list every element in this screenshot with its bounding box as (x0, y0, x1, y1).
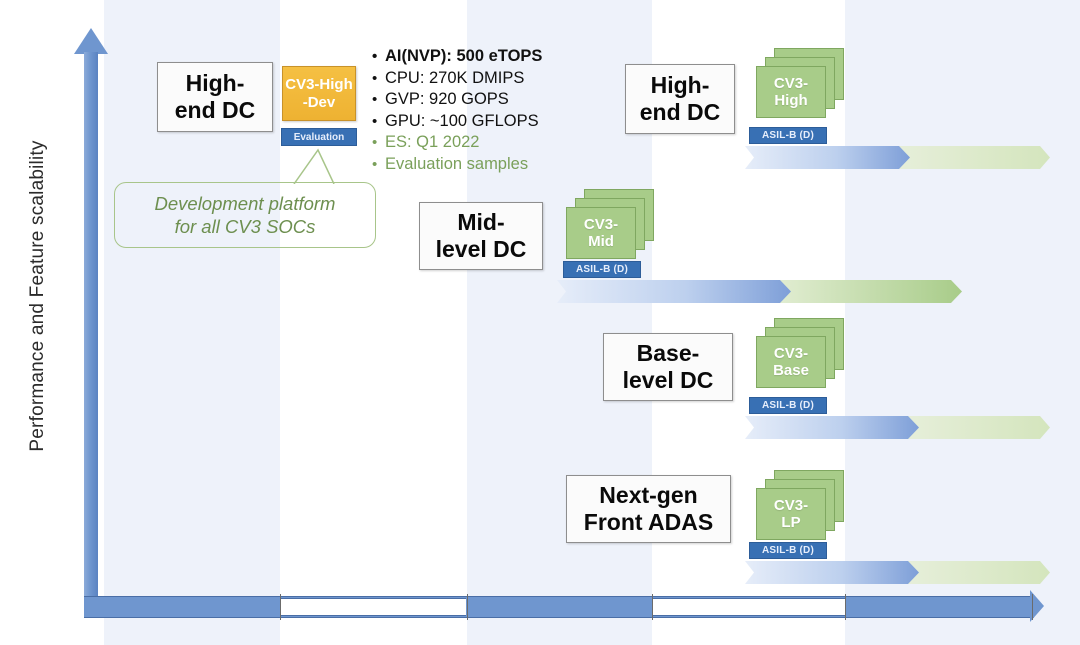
asil-badge-cv3-mid: ASIL-B (D) (563, 261, 641, 278)
x-axis-tick (280, 594, 281, 620)
label-box-dev-high-end-dc: High- end DC (157, 62, 273, 132)
callout-development-platform: Development platform for all CV3 SOCs (114, 182, 376, 248)
asil-badge-cv3-base: ASIL-B (D) (749, 397, 827, 414)
roadmap-arrow-green-segment (900, 416, 1050, 439)
spec-item: • CPU: 270K DMIPS (372, 68, 582, 90)
bullet-icon: • (372, 155, 378, 173)
asil-badge-cv3-lp: ASIL-B (D) (749, 542, 827, 559)
roadmap-arrow-next-gen-front-adas (745, 561, 1050, 584)
callout-line-1: Development platform (154, 193, 336, 214)
chip-stack-cv3-mid: CV3- Mid (566, 189, 654, 261)
spec-item: • GPU: ~100 GFLOPS (372, 111, 582, 133)
spec-text: Evaluation samples (385, 154, 529, 173)
roadmap-arrow-green-segment (891, 146, 1050, 169)
asil-badge-cv3-high: ASIL-B (D) (749, 127, 827, 144)
spec-text: CPU: 270K DMIPS (385, 68, 525, 87)
spec-text: AI(NVP): 500 eTOPS (385, 47, 543, 65)
spec-text: GVP: 920 GOPS (385, 90, 509, 108)
spec-item: • GVP: 920 GOPS (372, 89, 582, 111)
x-axis-segment-gap-1 (280, 598, 466, 616)
chip-front-cv3-base: CV3- Base (756, 336, 826, 388)
spec-list: • AI(NVP): 500 eTOPS • CPU: 270K DMIPS •… (372, 46, 582, 175)
dev-box-cv3-high-dev: CV3-High -Dev (282, 66, 356, 121)
evaluation-badge: Evaluation (281, 128, 357, 146)
roadmap-arrow-blue-segment (745, 416, 919, 439)
x-axis-tick (1032, 594, 1033, 620)
spec-item: • ES: Q1 2022 (372, 132, 582, 154)
y-axis-label: Performance and Feature scalability (27, 140, 48, 452)
x-axis-arrowhead (1030, 590, 1044, 622)
chip-front-cv3-high: CV3- High (756, 66, 826, 118)
roadmap-arrow-blue-segment (745, 146, 910, 169)
bullet-icon: • (372, 48, 378, 65)
x-axis (84, 596, 1034, 618)
background-band-3 (845, 0, 1080, 645)
spec-item: • Evaluation samples (372, 154, 582, 176)
chip-front-cv3-mid: CV3- Mid (566, 207, 636, 259)
label-box-high-end-dc: High- end DC (625, 64, 735, 134)
label-box-next-gen-front-adas: Next-gen Front ADAS (566, 475, 731, 543)
chip-stack-cv3-base: CV3- Base (756, 318, 844, 390)
chip-stack-cv3-lp: CV3- LP (756, 470, 844, 542)
roadmap-arrow-base-level-dc (745, 416, 1050, 439)
y-axis-line (84, 52, 98, 600)
x-axis-tick (845, 594, 846, 620)
bullet-icon: • (372, 112, 378, 130)
spec-text: GPU: ~100 GFLOPS (385, 111, 539, 130)
callout-tail (293, 148, 335, 184)
label-box-base-level-dc: Base- level DC (603, 333, 733, 401)
chip-stack-cv3-high: CV3- High (756, 48, 844, 120)
chip-front-cv3-lp: CV3- LP (756, 488, 826, 540)
roadmap-arrow-blue-segment (745, 561, 919, 584)
x-axis-tick (652, 594, 653, 620)
roadmap-arrow-green-segment (900, 561, 1050, 584)
x-axis-segment-gap-2 (652, 598, 845, 616)
bullet-icon: • (372, 91, 378, 108)
bullet-icon: • (372, 134, 378, 151)
roadmap-arrow-mid-level-dc (557, 280, 962, 303)
x-axis-tick (467, 594, 468, 620)
spec-item: • AI(NVP): 500 eTOPS (372, 46, 582, 68)
callout-line-2: for all CV3 SOCs (174, 216, 316, 237)
roadmap-arrow-high-end-dc (745, 146, 1050, 169)
label-box-mid-level-dc: Mid- level DC (419, 202, 543, 270)
spec-text: ES: Q1 2022 (385, 133, 480, 151)
bullet-icon: • (372, 69, 378, 87)
roadmap-arrow-green-segment (772, 280, 962, 303)
roadmap-arrow-blue-segment (557, 280, 791, 303)
y-axis-arrowhead (74, 28, 108, 54)
